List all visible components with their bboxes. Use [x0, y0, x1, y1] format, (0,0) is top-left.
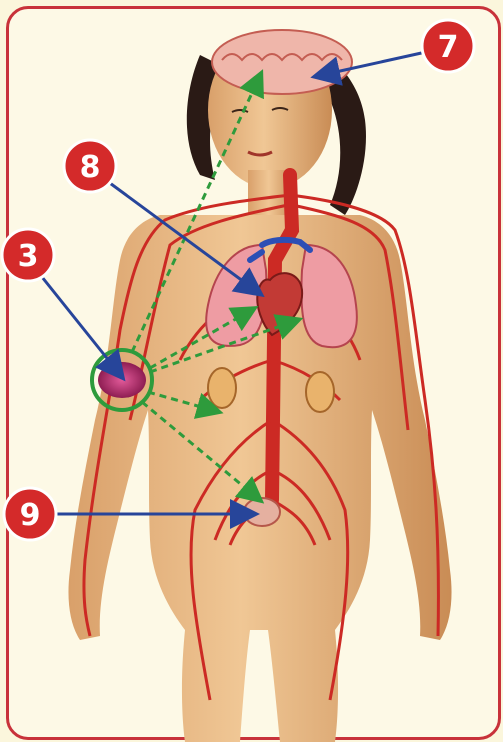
pelvic-organ — [244, 498, 280, 526]
left-kidney — [208, 368, 236, 408]
svg-text:7: 7 — [438, 30, 459, 65]
svg-text:9: 9 — [20, 498, 41, 533]
right-kidney — [306, 372, 334, 412]
gland-shape — [98, 362, 146, 398]
label-badge-8: 8 — [64, 140, 116, 192]
brain-shape — [212, 30, 352, 94]
label-badge-7: 7 — [422, 20, 474, 72]
label-badge-3: 3 — [2, 229, 54, 281]
label-badge-9: 9 — [4, 488, 56, 540]
svg-text:8: 8 — [80, 150, 101, 185]
svg-text:3: 3 — [18, 239, 39, 274]
